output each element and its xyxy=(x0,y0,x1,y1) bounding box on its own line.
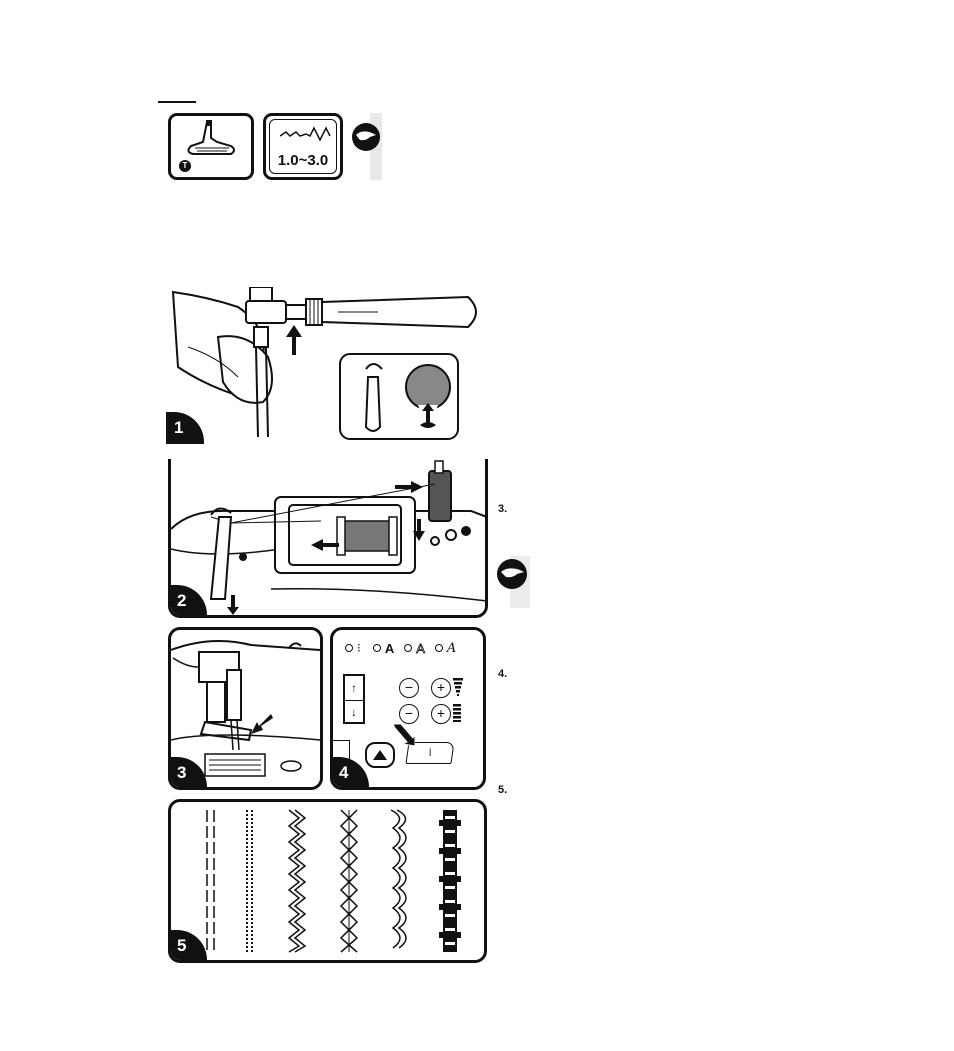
panel-1: 1 xyxy=(168,287,488,442)
step-label-4: 4. xyxy=(498,668,507,680)
pattern-led xyxy=(404,644,412,652)
panel-5: 5 xyxy=(168,799,487,963)
stitch-length-range: 1.0~3.0 xyxy=(266,152,340,169)
panel-4-badge: 4 xyxy=(331,757,369,789)
panel-3: 3 xyxy=(168,627,323,790)
width-scale-icon xyxy=(453,678,463,696)
needle-icon: ǀ xyxy=(429,748,432,759)
width-plus-button[interactable]: + xyxy=(431,678,451,698)
foot-letter-badge: T xyxy=(179,160,191,172)
pattern-select-buttons: ↑ ↓ xyxy=(343,674,365,724)
presser-foot-box: T xyxy=(168,113,254,180)
zigzag-stitch-icon xyxy=(280,126,332,142)
step-label-5: 5. xyxy=(498,784,507,796)
pointing-hand-icon xyxy=(350,113,382,180)
pattern-label-script-a: A xyxy=(447,641,456,656)
pattern-led xyxy=(345,644,353,652)
width-minus-button[interactable]: − xyxy=(399,678,419,698)
panel-2: 2 xyxy=(168,459,488,618)
reverse-triangle-icon xyxy=(373,750,387,760)
stitch-length-box: 1.0~3.0 xyxy=(263,113,343,180)
pattern-led xyxy=(373,644,381,652)
press-arrow-icon xyxy=(391,720,415,746)
header-rule xyxy=(158,98,196,103)
pattern-label-outline-a: A xyxy=(416,641,425,656)
length-scale-icon xyxy=(453,704,461,722)
needle-insertion-illustration xyxy=(168,287,488,442)
pattern-down-button[interactable]: ↓ xyxy=(345,701,363,723)
step-label-3: 3. xyxy=(498,503,507,515)
thread-spool-illustration xyxy=(171,459,487,615)
pointing-hand-icon xyxy=(496,556,530,608)
pattern-up-button[interactable]: ↑ xyxy=(345,676,363,701)
stitch-samples-illustration xyxy=(171,802,484,960)
pattern-led xyxy=(435,644,443,652)
needle-pattern-icon: ⁝ xyxy=(357,641,361,655)
length-plus-button[interactable]: + xyxy=(431,704,451,724)
pattern-label-a: A xyxy=(385,641,394,656)
pattern-indicator-row: ⁝ A A A xyxy=(345,640,481,656)
panel-4: ⁝ A A A ↑ ↓ − + − + ǀ 4 xyxy=(330,627,486,790)
